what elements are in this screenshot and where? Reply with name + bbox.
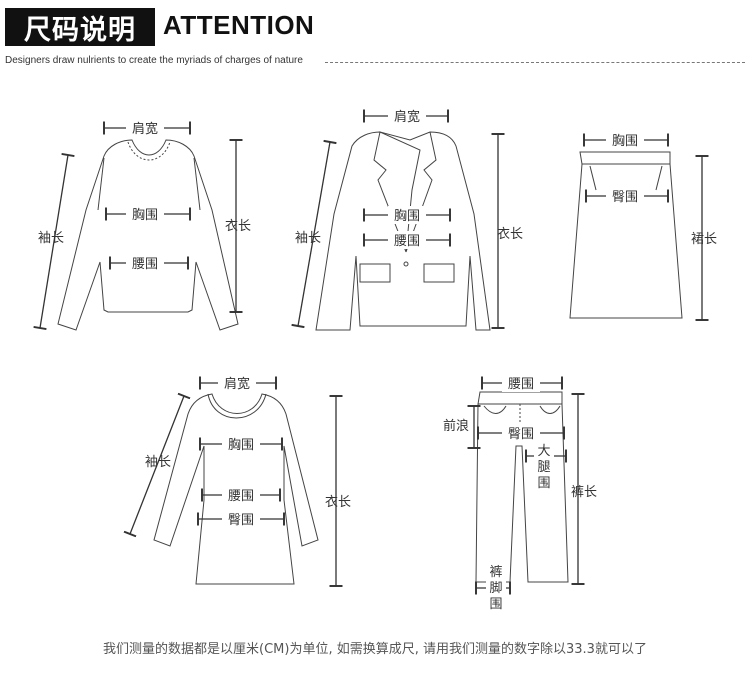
- sweater-measures: [33, 121, 243, 331]
- dress-length-label: 衣长: [325, 494, 351, 510]
- blazer-outline: [315, 131, 491, 331]
- skirt-hip-label: 臀围: [612, 190, 638, 205]
- sweater-waist-label: 腰围: [132, 257, 158, 272]
- pants-outline: [475, 391, 569, 583]
- pants-hem-label: 裤脚围: [489, 565, 502, 612]
- skirt-outline: [569, 151, 683, 319]
- sweater-shoulder-label: 肩宽: [132, 121, 158, 137]
- blazer-labels: 肩宽 胸围 腰围 衣长 袖长: [295, 107, 523, 249]
- sweater-outline: [57, 139, 239, 331]
- sweater-length-label: 衣长: [225, 218, 251, 234]
- skirt-diagram: [569, 151, 683, 319]
- dress-labels: 肩宽 胸围 腰围 臀围 衣长 袖长: [145, 374, 351, 528]
- dress-waist-label: 腰围: [228, 489, 254, 504]
- blazer-shoulder-label: 肩宽: [394, 109, 420, 125]
- tagline: Designers draw nulrients to create the m…: [5, 55, 303, 66]
- dress-hip-label: 臀围: [228, 513, 254, 528]
- sweater-labels: 肩宽 胸围 腰围 衣长 袖长: [38, 119, 251, 272]
- skirt-labels: 胸围 臀围 裙长: [606, 131, 717, 247]
- dress-chest-label: 胸围: [228, 438, 254, 453]
- pants-waist-label: 腰围: [508, 377, 534, 392]
- pants-diagram: [475, 391, 569, 583]
- header: 尺码说明 ATTENTION Designers draw nulrients …: [0, 0, 750, 70]
- dress-shoulder-label: 肩宽: [224, 376, 250, 392]
- title-en: ATTENTION: [163, 10, 315, 40]
- title-cn: 尺码说明: [5, 8, 155, 46]
- pants-length-label: 裤长: [571, 485, 597, 500]
- skirt-length-label: 裙长: [691, 232, 717, 247]
- dress-sleeve-label: 袖长: [145, 455, 171, 470]
- skirt-chest-label: 胸围: [612, 134, 638, 149]
- blazer-length-label: 衣长: [497, 226, 523, 242]
- sweater-sleeve-label: 袖长: [38, 231, 64, 246]
- tagline-divider: [325, 62, 745, 63]
- blazer-sleeve-label: 袖长: [295, 231, 321, 246]
- pants-thigh-label: 大腿围: [537, 444, 550, 491]
- sweater-chest-label: 胸围: [132, 208, 158, 223]
- skirt-measures: [583, 133, 709, 321]
- sweater-diagram: [57, 139, 239, 331]
- dress-diagram: [153, 393, 319, 585]
- blazer-chest-label: 胸围: [394, 209, 420, 224]
- dress-outline: [153, 393, 319, 585]
- pants-hip-label: 臀围: [508, 427, 534, 442]
- blazer-waist-label: 腰围: [394, 234, 420, 249]
- pants-rise-label: 前浪: [443, 418, 469, 434]
- measurement-note: 我们测量的数据都是以厘米(CM)为单位, 如需换算成尺, 请用我们测量的数字除以…: [103, 642, 647, 657]
- pants-labels: 腰围 臀围 前浪 大腿围 裤长 裤脚围: [443, 374, 597, 613]
